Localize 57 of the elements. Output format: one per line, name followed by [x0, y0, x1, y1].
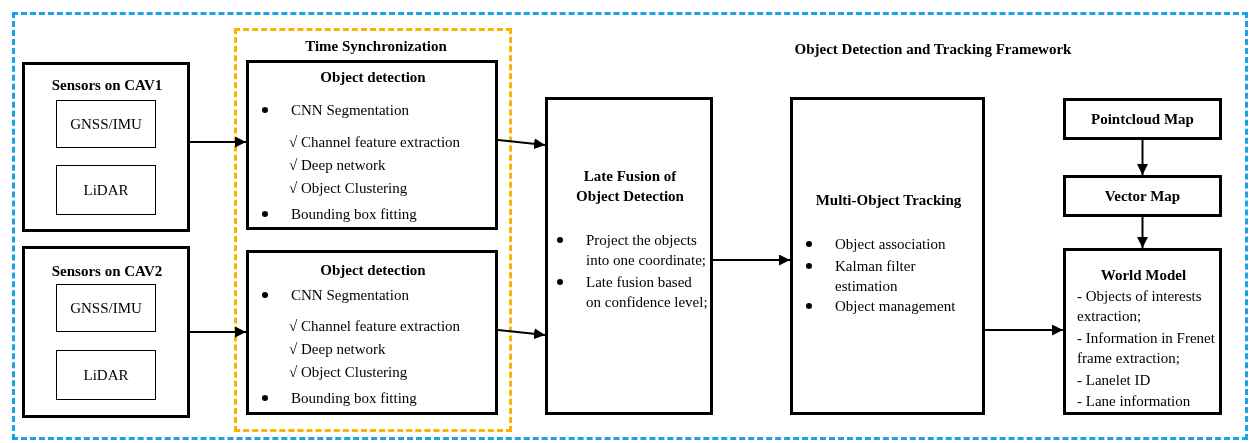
- box-label: LiDAR: [83, 181, 129, 200]
- sensor-box: [56, 350, 156, 400]
- box-label: LiDAR: [83, 366, 129, 385]
- bullet-text: Kalman filter estimation: [835, 257, 917, 296]
- list-item: - Objects of interests extraction;: [1077, 287, 1203, 326]
- checklist-item: √ Deep network: [289, 156, 387, 175]
- box-title: Sensors on CAV2: [50, 262, 164, 281]
- checklist-item: √ Object Clustering: [289, 179, 409, 198]
- bullet-text: CNN Segmentation: [291, 101, 410, 120]
- box-title: Object detection: [319, 261, 427, 280]
- bullet-text: CNN Segmentation: [291, 286, 410, 305]
- sensor-box: [56, 100, 156, 148]
- checklist-item: √ Deep network: [289, 340, 387, 359]
- list-item: - Information in Frenet frame extraction;: [1077, 329, 1216, 368]
- arrow: [189, 136, 247, 148]
- list-item: - Lanelet ID: [1077, 371, 1152, 390]
- arrow: [984, 324, 1064, 336]
- process-box: [790, 97, 985, 415]
- sensor-box: [56, 165, 156, 215]
- box-title: Late Fusion of Object Detection: [575, 167, 685, 206]
- arrow: [497, 138, 546, 150]
- box-title: Multi-Object Tracking: [814, 191, 963, 210]
- process-box: [1063, 248, 1222, 415]
- box-title: Object Detection and Tracking Framework: [793, 40, 1073, 59]
- process-box: [1063, 175, 1222, 217]
- process-box: [22, 62, 190, 232]
- bullet-text: Project the objects into one coordinate;: [586, 231, 707, 270]
- checklist-item: √ Channel feature extraction: [289, 317, 462, 336]
- process-box: [246, 250, 498, 415]
- box-title: Vector Map: [1104, 187, 1181, 206]
- framework-region: [12, 12, 1248, 440]
- bullet-text: Object management: [835, 297, 957, 316]
- synchronization-region: [234, 28, 512, 432]
- process-box: [246, 60, 498, 230]
- box-title: World Model: [1099, 266, 1188, 285]
- arrow: [1137, 216, 1148, 249]
- sensor-box: [56, 284, 156, 332]
- process-box: [1063, 98, 1222, 140]
- arrow: [497, 328, 546, 340]
- checklist-item: √ Channel feature extraction: [289, 133, 462, 152]
- arrow: [189, 326, 247, 338]
- arrow: [1137, 139, 1148, 176]
- bullet-text: Object association: [835, 235, 947, 254]
- arrow: [712, 254, 791, 266]
- box-title: Object detection: [319, 68, 427, 87]
- box-label: GNSS/IMU: [70, 299, 142, 318]
- bullet-text: Bounding box fitting: [291, 205, 418, 224]
- checklist-item: √ Object Clustering: [289, 363, 409, 382]
- bullet-text: Late fusion based on confidence level;: [586, 273, 709, 312]
- box-title: Time Synchronization: [304, 37, 448, 56]
- process-box: [22, 246, 190, 418]
- process-box: [545, 97, 713, 415]
- box-title: Pointcloud Map: [1091, 110, 1194, 129]
- box-label: GNSS/IMU: [70, 115, 142, 134]
- list-item: - Lane information: [1077, 392, 1192, 411]
- bullet-text: Bounding box fitting: [291, 389, 418, 408]
- box-title: Sensors on CAV1: [50, 76, 164, 95]
